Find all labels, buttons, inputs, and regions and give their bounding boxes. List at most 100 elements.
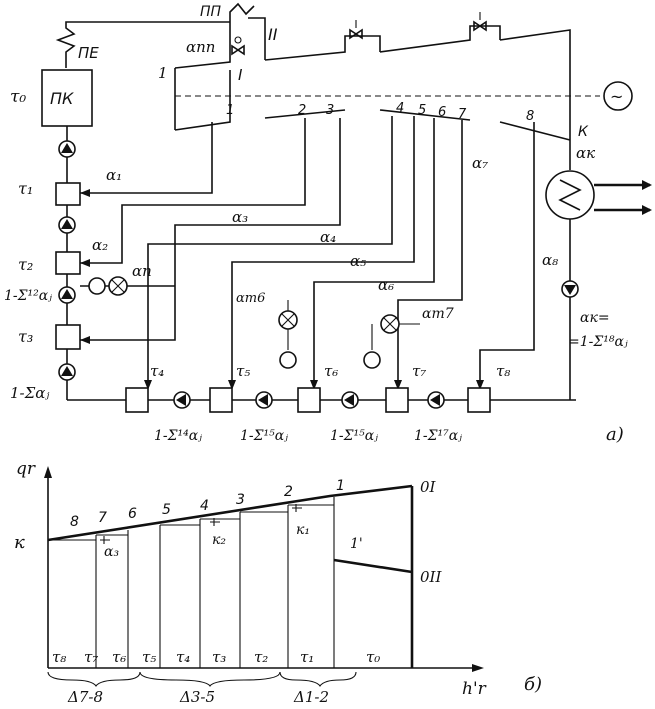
ip-turbine-bottom-a (264, 109, 346, 119)
extraction-7 (397, 120, 463, 386)
k-marker-k1: к₁ (296, 522, 310, 538)
tap-3: 3 (326, 103, 334, 118)
alpha-t6-label: αт6 (236, 291, 265, 306)
pump-icon (58, 140, 76, 158)
deaerator-box (55, 324, 81, 350)
sum-5b-label: 1-Σ¹⁵αⱼ (330, 428, 378, 444)
sum-7-label: 1-Σ¹⁷αⱼ (414, 428, 462, 444)
tau0-bar: τ₀ (366, 648, 380, 666)
condenser-coil (558, 179, 582, 211)
pump-icon (58, 363, 76, 381)
valve-icon (231, 36, 245, 56)
ip-turbine-top-b (379, 30, 471, 53)
thermal-scheme: ПЕ ПК τ₀ τ₁ τ₂ 1-Σ¹²αⱼ τ₃ 1-Σ (4, 2, 652, 445)
sum2-label: 1-Σ¹²αⱼ (4, 288, 52, 304)
heat-diagram: qr h'r к 8 7 6 5 4 3 2 1 1' 0I 0II α (14, 459, 542, 706)
point-4: 4 (200, 498, 209, 514)
reheater-coil (229, 2, 255, 22)
tap-8: 8 (526, 109, 534, 124)
delta-7-8: Δ7-8 (67, 688, 103, 706)
valve-icon (473, 12, 487, 32)
point-3: 3 (236, 492, 245, 508)
extraction-5 (231, 116, 415, 386)
alpha5-label: α₅ (350, 252, 366, 270)
alpha2-label: α₂ (92, 236, 108, 254)
tau4-label: τ₄ (150, 362, 164, 380)
point-6: 6 (128, 506, 137, 522)
sum-all-label: 1-Σαⱼ (10, 384, 49, 402)
alpha7-label: α₇ (472, 154, 488, 172)
extraction-2 (80, 118, 306, 264)
extraction-4 (147, 116, 393, 386)
alpha-p-label: αп (132, 262, 152, 280)
point-2: 2 (284, 484, 293, 500)
alpha3-label: α₃ (232, 208, 248, 226)
extraction-3 (80, 118, 341, 341)
sum-4-label: 1-Σ¹⁴αⱼ (154, 428, 202, 444)
pump-icon (427, 391, 445, 409)
tap-4: 4 (396, 101, 404, 116)
pump-icon (561, 280, 579, 298)
tau1-bar: τ₁ (300, 648, 314, 666)
reheat-ii-label: II (268, 25, 278, 44)
valve-icon (349, 20, 363, 40)
tau3-label: τ₃ (18, 327, 33, 346)
k-marker-a3: α₃ (104, 544, 119, 560)
hp-turbine-top (174, 22, 231, 69)
tau6-bar: τ₆ (112, 648, 126, 666)
brace-1-2 (279, 671, 357, 687)
alpha1-label: α₁ (106, 166, 122, 184)
tau5-bar: τ₅ (142, 648, 156, 666)
x-axis-label: h'r (462, 679, 487, 699)
tau0-label: τ₀ (10, 87, 26, 107)
heater-6-box (297, 387, 321, 413)
tau2-bar: τ₂ (254, 648, 268, 666)
heater-1-box (55, 182, 81, 206)
heater-7-box (385, 387, 409, 413)
dividers (95, 497, 335, 668)
crossover-b (469, 25, 501, 40)
tau8-label: τ₈ (496, 362, 510, 380)
pump-icon (279, 351, 297, 369)
pump-icon (58, 286, 76, 304)
pump-icon (363, 351, 381, 369)
point-7: 7 (98, 510, 107, 526)
alpha4-label: α₄ (320, 228, 336, 246)
alpha-pp-label: αпп (186, 38, 215, 56)
tau7-label: τ₇ (412, 362, 426, 380)
alpha8-label: α₈ (542, 251, 558, 269)
tau2-label: τ₂ (18, 255, 33, 274)
point-1: 1 (336, 478, 345, 494)
lp-turbine-top (499, 29, 571, 140)
sum-5a-label: 1-Σ¹⁵αⱼ (240, 428, 288, 444)
k-marker-k2: к₂ (212, 532, 226, 548)
tau1-label: τ₁ (18, 179, 33, 198)
tap-7: 7 (458, 107, 467, 122)
part-b-label: б) (524, 674, 542, 695)
alpha-k-label: αк (576, 144, 595, 162)
superheater-coil (55, 21, 230, 68)
tau4-bar: τ₄ (176, 648, 190, 666)
alpha-t7-label: αт7 (422, 306, 454, 322)
tau3-bar: τ₃ (212, 648, 226, 666)
heater-4-box (125, 387, 149, 413)
steps (48, 504, 334, 541)
tap-5: 5 (418, 103, 426, 118)
tau7-bar: τ₇ (84, 648, 98, 666)
alpha6-label: α₆ (378, 276, 394, 294)
reheat-i-label: I (238, 66, 243, 84)
generator-icon (603, 81, 633, 111)
k-markers (100, 504, 302, 544)
part-a-label: а) (606, 424, 624, 445)
lp-turbine-bottom (499, 121, 571, 141)
delta-1-2: Δ1-2 (293, 688, 329, 706)
point-1-prime: 1' (350, 536, 363, 552)
ip-turbine-top-a (264, 40, 346, 61)
heater-5-box (209, 387, 233, 413)
generator-symbol: ~ (610, 87, 623, 106)
tau5-label: τ₅ (236, 362, 250, 380)
hp-turbine-bottom (174, 70, 231, 131)
reheat-return (248, 17, 266, 60)
heater-8-box (467, 387, 491, 413)
